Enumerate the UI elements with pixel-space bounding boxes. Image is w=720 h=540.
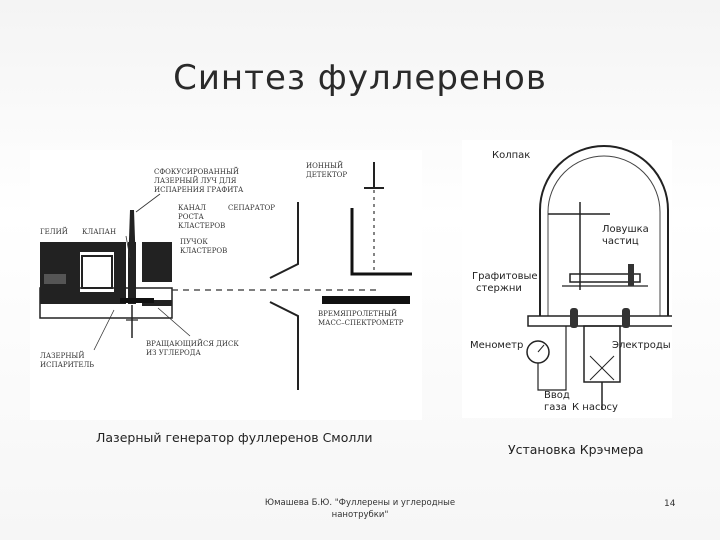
svg-text:газа: газа bbox=[544, 402, 567, 413]
svg-text:СФОКУСИРОВАННЫЙ: СФОКУСИРОВАННЫЙ bbox=[154, 167, 239, 176]
svg-text:ПУЧОК: ПУЧОК bbox=[180, 238, 208, 246]
label-helium: ГЕЛИЙ bbox=[40, 227, 68, 236]
svg-text:КЛАСТЕРОВ: КЛАСТЕРОВ bbox=[178, 222, 225, 230]
svg-text:Графитовые: Графитовые bbox=[472, 271, 538, 282]
svg-text:Ввод: Ввод bbox=[544, 390, 570, 401]
label-channel-1: КАНАЛ bbox=[178, 204, 206, 212]
label-rods-1: Графитовые bbox=[472, 271, 538, 282]
caption-kratschmer: Установка Крэчмера bbox=[508, 442, 644, 457]
label-beam-2: КЛАСТЕРОВ bbox=[180, 247, 227, 255]
svg-text:ВРЕМЯПРОЛЕТНЫЙ: ВРЕМЯПРОЛЕТНЫЙ bbox=[318, 309, 397, 318]
label-channel-3: КЛАСТЕРОВ bbox=[178, 222, 225, 230]
page-number: 14 bbox=[664, 499, 676, 509]
label-gas-inlet-1: Ввод bbox=[544, 390, 570, 401]
slide-title: Синтез фуллеренов bbox=[173, 58, 547, 98]
label-bell: Колпак bbox=[492, 150, 530, 161]
caption-smalley: Лазерный генератор фуллеренов Смолли bbox=[96, 430, 373, 445]
label-disk-1: ВРАЩАЮЩИЙСЯ ДИСК bbox=[146, 339, 239, 348]
label-trap-1: Ловушка bbox=[602, 224, 649, 235]
svg-text:МАСС–СПЕКТРОМЕТР: МАСС–СПЕКТРОМЕТР bbox=[318, 319, 404, 327]
label-to-pump: К насосу bbox=[572, 402, 618, 413]
svg-text:стержни: стержни bbox=[476, 283, 522, 294]
label-beam-1: ПУЧОК bbox=[180, 238, 208, 246]
label-vaporizer-2: ИСПАРИТЕЛЬ bbox=[40, 361, 94, 369]
label-laser-beam-3: ИСПАРЕНИЯ ГРАФИТА bbox=[154, 186, 244, 194]
svg-text:РОСТА: РОСТА bbox=[178, 213, 204, 221]
svg-text:Ловушка: Ловушка bbox=[602, 224, 649, 235]
svg-text:ИСПАРЕНИЯ ГРАФИТА: ИСПАРЕНИЯ ГРАФИТА bbox=[154, 186, 244, 194]
svg-text:ИСПАРИТЕЛЬ: ИСПАРИТЕЛЬ bbox=[40, 361, 94, 369]
svg-text:частиц: частиц bbox=[602, 236, 639, 247]
kratschmer-diagram: Колпак Ловушка частиц Графитовые стержни… bbox=[462, 140, 672, 418]
footer-citation: Юмашева Б.Ю. "Фуллерены и углеродные нан… bbox=[264, 498, 456, 520]
svg-text:ИЗ УГЛЕРОДА: ИЗ УГЛЕРОДА bbox=[146, 349, 201, 357]
label-laser-beam-2: ЛАЗЕРНЫЙ ЛУЧ ДЛЯ bbox=[154, 176, 237, 185]
label-tof-2: МАСС–СПЕКТРОМЕТР bbox=[318, 319, 404, 327]
label-rods-2: стержни bbox=[476, 283, 522, 294]
smalley-diagram: СФОКУСИРОВАННЫЙ ЛАЗЕРНЫЙ ЛУЧ ДЛЯ ИСПАРЕН… bbox=[30, 150, 422, 420]
label-separator: СЕПАРАТОР bbox=[228, 204, 275, 212]
label-manometer: Менометр bbox=[470, 340, 523, 351]
svg-text:ЛАЗЕРНЫЙ: ЛАЗЕРНЫЙ bbox=[40, 351, 84, 360]
label-ion-detector-1: ИОННЫЙ bbox=[306, 161, 343, 170]
label-tof-1: ВРЕМЯПРОЛЕТНЫЙ bbox=[318, 309, 397, 318]
svg-text:ИОННЫЙ: ИОННЫЙ bbox=[306, 161, 343, 170]
svg-text:ДЕТЕКТОР: ДЕТЕКТОР bbox=[306, 171, 347, 179]
label-gas-inlet-2: газа bbox=[544, 402, 567, 413]
label-disk-2: ИЗ УГЛЕРОДА bbox=[146, 349, 201, 357]
svg-text:КАНАЛ: КАНАЛ bbox=[178, 204, 206, 212]
label-vaporizer-1: ЛАЗЕРНЫЙ bbox=[40, 351, 84, 360]
label-ion-detector-2: ДЕТЕКТОР bbox=[306, 171, 347, 179]
label-trap-2: частиц bbox=[602, 236, 639, 247]
svg-text:ЛАЗЕРНЫЙ ЛУЧ ДЛЯ: ЛАЗЕРНЫЙ ЛУЧ ДЛЯ bbox=[154, 176, 237, 185]
label-electrodes: Электроды bbox=[612, 340, 671, 351]
label-channel-2: РОСТА bbox=[178, 213, 204, 221]
label-laser-beam-1: СФОКУСИРОВАННЫЙ bbox=[154, 167, 239, 176]
label-valve: КЛАПАН bbox=[82, 228, 116, 236]
svg-text:ВРАЩАЮЩИЙСЯ ДИСК: ВРАЩАЮЩИЙСЯ ДИСК bbox=[146, 339, 239, 348]
svg-text:КЛАСТЕРОВ: КЛАСТЕРОВ bbox=[180, 247, 227, 255]
